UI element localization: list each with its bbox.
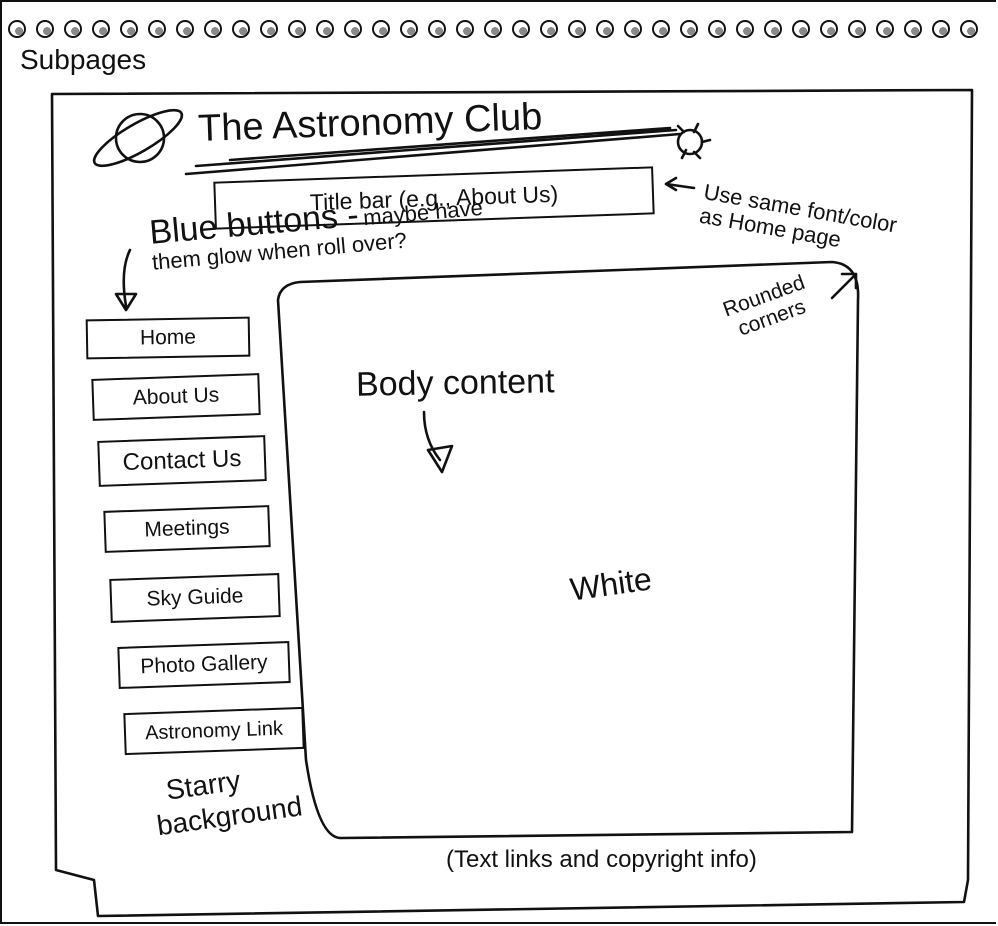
notebook-rings — [8, 20, 998, 44]
arrow-to-title-bar — [664, 176, 696, 192]
comet-icon — [184, 122, 712, 176]
ring-hole — [624, 20, 642, 38]
ring-hole — [820, 20, 838, 38]
ring-hole — [372, 20, 390, 38]
footer-note: (Text links and copyright info) — [446, 846, 757, 873]
ring-hole — [540, 20, 558, 38]
ring-hole — [120, 20, 138, 38]
nav-button-label: Astronomy Link — [144, 717, 284, 744]
ring-hole — [288, 20, 306, 38]
arrow-to-corner — [830, 272, 858, 300]
ring-hole — [428, 20, 446, 38]
ring-hole — [204, 20, 222, 38]
nav-button-sky-guide[interactable]: Sky Guide — [109, 573, 281, 623]
ring-hole — [316, 20, 334, 38]
nav-button-astronomy-link[interactable]: Astronomy Link — [123, 706, 305, 756]
ring-hole — [652, 20, 670, 38]
ring-hole — [344, 20, 362, 38]
nav-button-label: Meetings — [143, 515, 230, 542]
ring-hole — [64, 20, 82, 38]
page-label: Subpages — [20, 44, 147, 75]
body-content-label: Body content — [355, 362, 555, 404]
ring-hole — [876, 20, 894, 38]
ring-hole — [904, 20, 922, 38]
ring-hole — [848, 20, 866, 38]
ring-hole — [960, 20, 978, 38]
arrow-to-home-button — [114, 248, 138, 312]
ring-hole — [512, 20, 530, 38]
ring-hole — [792, 20, 810, 38]
ring-hole — [36, 20, 54, 38]
nav-button-label: Sky Guide — [146, 584, 244, 611]
nav-button-meetings[interactable]: Meetings — [103, 505, 271, 553]
nav-button-about-us[interactable]: About Us — [91, 373, 261, 421]
nav-button-home[interactable]: Home — [85, 316, 251, 360]
ring-hole — [708, 20, 726, 38]
nav-button-label: About Us — [132, 383, 220, 410]
ring-hole — [260, 20, 278, 38]
ring-hole — [148, 20, 166, 38]
ring-hole — [232, 20, 250, 38]
ring-hole — [484, 20, 502, 38]
nav-button-label: Home — [139, 325, 197, 350]
ring-hole — [596, 20, 614, 38]
ring-hole — [8, 20, 26, 38]
ring-hole — [176, 20, 194, 38]
ring-hole — [400, 20, 418, 38]
planet-icon — [92, 108, 184, 168]
arrow-body-content — [422, 410, 454, 474]
ring-hole — [92, 20, 110, 38]
body-content-box — [276, 260, 860, 840]
nav-button-photo-gallery[interactable]: Photo Gallery — [117, 641, 291, 689]
ring-hole — [932, 20, 950, 38]
ring-hole — [680, 20, 698, 38]
ring-hole — [764, 20, 782, 38]
nav-button-label: Contact Us — [122, 444, 242, 477]
ring-hole — [456, 20, 474, 38]
nav-button-contact-us[interactable]: Contact Us — [97, 435, 267, 487]
ring-hole — [568, 20, 586, 38]
wireframe-frame — [50, 88, 974, 918]
nav-button-label: Photo Gallery — [139, 650, 268, 679]
ring-hole — [736, 20, 754, 38]
